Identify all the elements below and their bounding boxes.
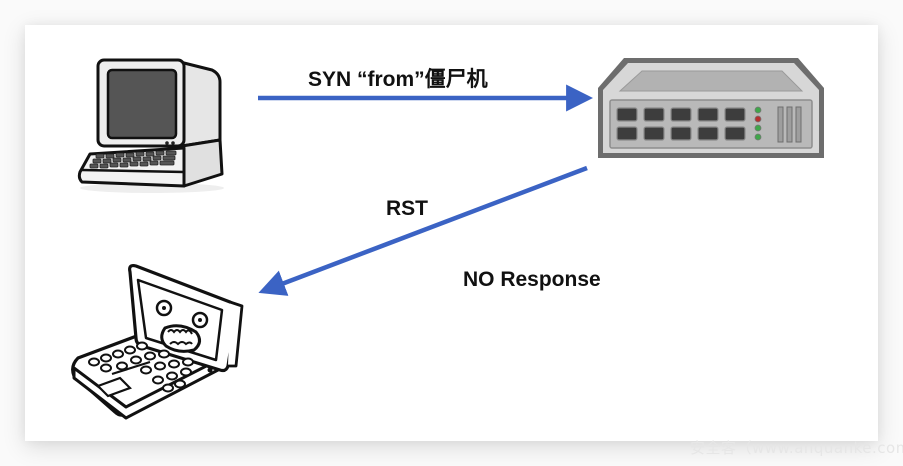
desktop-computer-icon xyxy=(77,58,224,193)
rst-arrow xyxy=(258,165,588,296)
syn-label: SYN “from”僵尸机 xyxy=(308,68,488,91)
scared-laptop-icon xyxy=(71,264,244,420)
watermark-text: 安全客（www.anquanke.com） xyxy=(690,439,903,457)
no-response-label: NO Response xyxy=(463,268,601,291)
network-switch-icon xyxy=(598,58,824,158)
rst-label: RST xyxy=(386,197,428,220)
